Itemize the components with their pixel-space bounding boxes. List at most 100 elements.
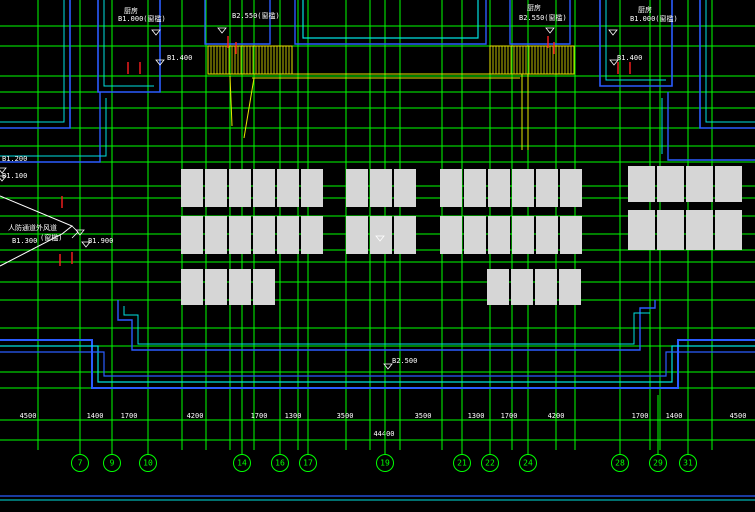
room-label-top-left: 厨房 bbox=[124, 6, 138, 15]
parking-slot bbox=[301, 216, 323, 254]
parking-slot bbox=[657, 210, 684, 250]
axis-label: 7 bbox=[78, 459, 83, 468]
axis-label: 19 bbox=[380, 459, 390, 468]
parking-slot bbox=[512, 216, 534, 254]
level-triangle bbox=[217, 27, 227, 34]
axis-label: 24 bbox=[523, 459, 533, 468]
parking-slot bbox=[686, 210, 713, 250]
parking-slot bbox=[253, 169, 275, 207]
wall-line bbox=[605, 0, 666, 81]
parking-slot bbox=[536, 169, 558, 207]
axis-bubble bbox=[271, 454, 289, 472]
wall-line bbox=[667, 92, 755, 161]
parking-slot bbox=[487, 269, 509, 305]
parking-slot bbox=[229, 169, 251, 207]
axis-bubble bbox=[649, 454, 667, 472]
parking-slot bbox=[511, 269, 533, 305]
axis-bubble bbox=[139, 454, 157, 472]
wall-line bbox=[599, 0, 673, 87]
dimension-label: 1400 bbox=[666, 412, 683, 420]
level-triangle bbox=[81, 241, 91, 248]
room-note-left: (窗槛) bbox=[40, 233, 62, 242]
level-triangle bbox=[375, 235, 385, 242]
stair-hatch bbox=[207, 45, 575, 75]
axis-label: 21 bbox=[457, 459, 467, 468]
parking-slot bbox=[253, 216, 275, 254]
parking-slot bbox=[535, 269, 557, 305]
dimension-label: 1700 bbox=[632, 412, 649, 420]
parking-slots bbox=[181, 166, 742, 305]
axis-bubble bbox=[71, 454, 89, 472]
axis-label: 22 bbox=[485, 459, 495, 468]
wall-line bbox=[0, 339, 755, 389]
axis-bubble bbox=[519, 454, 537, 472]
parking-slot bbox=[560, 169, 582, 207]
wall-line bbox=[0, 351, 755, 377]
axis-label: 29 bbox=[653, 459, 663, 468]
parking-slot bbox=[715, 166, 742, 202]
dimension-label: 1700 bbox=[121, 412, 138, 420]
level-label-center: B2.500 bbox=[392, 357, 417, 365]
parking-slot bbox=[229, 216, 251, 254]
parking-slot bbox=[181, 169, 203, 207]
parking-slot bbox=[559, 269, 581, 305]
total-dimension: 44400 bbox=[373, 430, 394, 438]
axis-bubble bbox=[481, 454, 499, 472]
parking-slot bbox=[205, 269, 227, 305]
parking-slot bbox=[512, 169, 534, 207]
level-label-top-mid-right: B2.550(窗槛) bbox=[519, 13, 567, 22]
axis-bubble bbox=[453, 454, 471, 472]
axis-bubble bbox=[376, 454, 394, 472]
axis-label: 16 bbox=[275, 459, 285, 468]
level-label-top-mid-left: B2.550(窗槛) bbox=[232, 11, 280, 20]
axis-label: 28 bbox=[615, 459, 625, 468]
level-label-left-1: B1.200 bbox=[2, 155, 27, 163]
parking-slot bbox=[277, 216, 299, 254]
axis-label: 10 bbox=[143, 459, 153, 468]
parking-slot bbox=[205, 169, 227, 207]
level-triangle bbox=[545, 27, 555, 34]
level-triangle bbox=[155, 59, 165, 66]
wall-line bbox=[243, 77, 255, 139]
axis-bubble bbox=[299, 454, 317, 472]
dimension-label: 1400 bbox=[87, 412, 104, 420]
parking-slot bbox=[181, 216, 203, 254]
wall-line bbox=[103, 0, 154, 87]
annotations: 厨房 B1.000(窗槛) B1.400 B2.550(窗槛) 厨房 B2.55… bbox=[2, 3, 678, 365]
walls bbox=[0, 0, 755, 501]
parking-slot bbox=[560, 216, 582, 254]
parking-slot bbox=[346, 169, 368, 207]
parking-slot bbox=[370, 216, 392, 254]
dimension-label: 3500 bbox=[415, 412, 432, 420]
level-triangle bbox=[0, 175, 7, 182]
axis-label: 31 bbox=[683, 459, 693, 468]
wall-line bbox=[0, 0, 71, 129]
room-label-top-right: 厨房 bbox=[638, 5, 652, 14]
room-label-top-mid-right: 厨房 bbox=[527, 3, 541, 12]
parking-slot bbox=[686, 166, 713, 202]
dimension-label: 4500 bbox=[730, 412, 747, 420]
dimension-label: 1300 bbox=[285, 412, 302, 420]
level-triangle bbox=[151, 29, 161, 36]
wall-line bbox=[0, 92, 101, 163]
parking-slot bbox=[394, 169, 416, 207]
axis-bubble bbox=[679, 454, 697, 472]
parking-slot bbox=[346, 216, 368, 254]
parking-slot bbox=[440, 169, 462, 207]
level-triangle bbox=[609, 59, 619, 66]
level-label-top-right-2: B1.400 bbox=[617, 54, 642, 62]
axis-bubble bbox=[611, 454, 629, 472]
level-triangle bbox=[0, 167, 7, 174]
parking-slot bbox=[628, 210, 655, 250]
parking-slot bbox=[628, 166, 655, 202]
parking-slot bbox=[370, 169, 392, 207]
axis-label: 17 bbox=[303, 459, 313, 468]
dimension-label: 4200 bbox=[187, 412, 204, 420]
axis-label: 9 bbox=[110, 459, 115, 468]
parking-slot bbox=[715, 210, 742, 250]
parking-slot bbox=[205, 216, 227, 254]
axis-bubble bbox=[103, 454, 121, 472]
